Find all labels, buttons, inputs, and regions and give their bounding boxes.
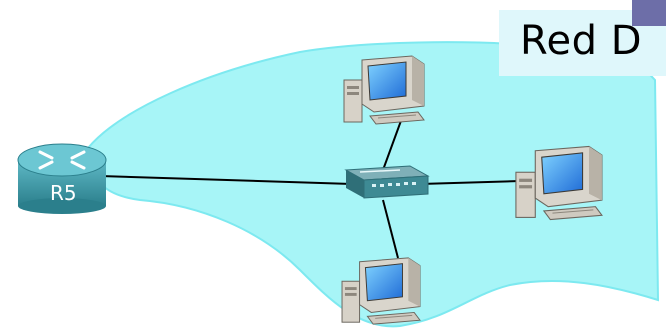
router-label: R5 [50, 181, 77, 205]
diagram-title: Red D [520, 18, 643, 64]
link-router-switch [99, 175, 353, 185]
link-switch-host-bottom [382, 199, 399, 259]
link-switch-host-top [382, 117, 403, 171]
link-switch-host-right [419, 180, 521, 185]
router-icon [17, 143, 107, 214]
switch-icon [344, 165, 430, 199]
title-accent [632, 0, 666, 26]
